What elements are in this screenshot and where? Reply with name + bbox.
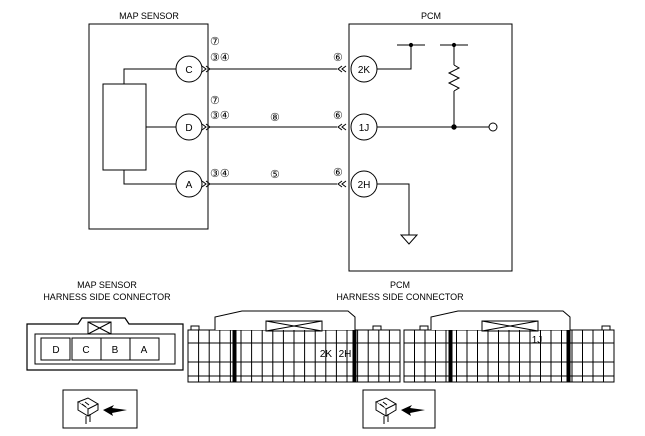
pcm-connector-left	[187, 310, 401, 383]
pcm-conn-pin-2h: 2H	[339, 349, 352, 360]
pcm-pin-1j: 1J	[350, 113, 378, 141]
connector-divider	[232, 330, 237, 382]
note-c-top: ⑦	[210, 36, 220, 48]
pcm-conn-title-1: PCM	[390, 280, 410, 290]
svg-text:A: A	[186, 180, 193, 191]
pcm-connector-marks	[337, 65, 347, 188]
connector-divider	[352, 330, 357, 382]
map-sensor-title: MAP SENSOR	[119, 11, 179, 21]
map-conn-pin-b: B	[112, 345, 119, 356]
pcm-pin-2k: 2K	[350, 55, 378, 83]
svg-text:1J: 1J	[359, 123, 370, 134]
svg-text:2H: 2H	[358, 180, 371, 191]
note-a: ③④	[210, 168, 230, 180]
map-conn-pin-c: C	[82, 345, 89, 356]
pcm-title: PCM	[421, 11, 441, 21]
connector-divider	[448, 330, 453, 382]
wire-element-to-a	[123, 170, 176, 185]
map-conn-pin-d: D	[52, 345, 59, 356]
pcm-conn-title-2: HARNESS SIDE CONNECTOR	[336, 292, 464, 302]
note-d-top: ⑦	[210, 95, 220, 107]
map-sensor-box	[88, 23, 209, 230]
note-2k: ⑥	[333, 52, 343, 64]
note-wire-d: ⑧	[270, 112, 280, 124]
sensor-pin-d: D	[175, 113, 203, 141]
pcm-connector-right	[403, 310, 615, 383]
connector-view-icon-2	[362, 389, 436, 429]
svg-text:D: D	[185, 123, 192, 134]
connector-divider	[566, 330, 571, 382]
map-conn-title-2: HARNESS SIDE CONNECTOR	[43, 292, 171, 302]
note-c-bottom: ③④	[210, 52, 230, 64]
note-1j: ⑥	[333, 110, 343, 122]
map-conn-pin-a: A	[141, 345, 148, 356]
map-sensor-connector: D C B A	[26, 317, 184, 371]
pcm-pin-2h: 2H	[350, 170, 378, 198]
pcm-conn-pin-2k: 2K	[320, 349, 333, 360]
map-conn-title-1: MAP SENSOR	[77, 280, 137, 290]
wire-element-to-c	[123, 68, 176, 84]
note-2h: ⑥	[333, 167, 343, 179]
pcm-internal-circuit	[377, 42, 498, 245]
note-d-bottom: ③④	[210, 110, 230, 122]
note-wire-a: ⑤	[270, 169, 280, 181]
sensor-pin-c: C	[175, 55, 203, 83]
svg-text:C: C	[185, 65, 192, 76]
sensor-connector-marks	[201, 65, 211, 188]
pcm-box	[348, 23, 513, 272]
map-sensor-element	[102, 83, 147, 171]
sensor-pin-a: A	[175, 170, 203, 198]
connector-view-icon	[62, 389, 138, 429]
pcm-conn-pin-1j: 1J	[532, 335, 543, 346]
svg-text:2K: 2K	[358, 65, 371, 76]
